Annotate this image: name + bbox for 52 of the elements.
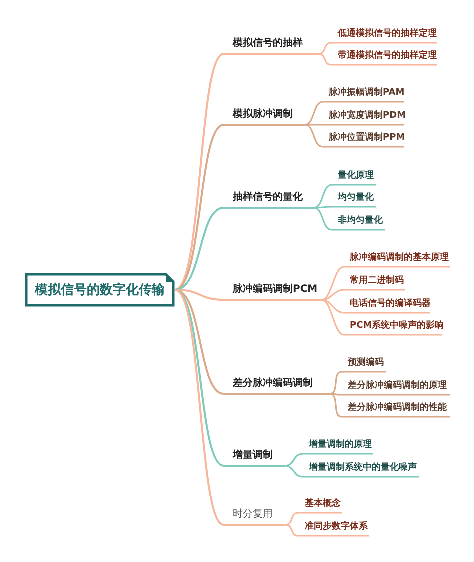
subtopic-label: 脉冲振幅调制PAM	[325, 86, 404, 102]
subtopic-label: 脉冲宽度调制PDM	[325, 109, 404, 125]
subtopic-label: 增量调制的原理	[305, 438, 373, 454]
branch-label: 时分复用	[228, 507, 285, 525]
subtopic-label: 常用二进制码	[346, 274, 405, 290]
subtopic-label: 非均匀量化	[334, 214, 385, 230]
branch-line	[304, 101, 404, 126]
subtopic-label: 均匀量化	[334, 191, 376, 207]
branch-line	[174, 289, 330, 395]
branch-label: 脉冲编码调制PCM	[228, 282, 322, 300]
branch-label: 模拟信号的抽样	[228, 36, 318, 54]
subtopic-label: 电话信号的编译码器	[346, 297, 430, 313]
subtopic-label: 脉冲编码调制的基本原理	[346, 251, 450, 267]
branch-line	[322, 299, 442, 336]
branch-line	[174, 289, 285, 526]
branch-line	[284, 524, 369, 537]
subtopic-label: 差分脉冲编码调制的性能	[344, 401, 450, 417]
branch-label: 抽样信号的量化	[228, 190, 314, 208]
branch-line	[330, 393, 450, 418]
subtopic-label: PCM系统中噪声的影响	[346, 319, 442, 335]
branch-line	[318, 42, 437, 55]
branch-line	[322, 299, 430, 314]
branch-label: 模拟脉冲调制	[228, 107, 305, 125]
branch-line	[304, 124, 404, 148]
branch-line	[322, 289, 405, 301]
subtopic-label: 量化原理	[334, 169, 376, 185]
branch-line	[284, 465, 419, 478]
branch-line	[314, 206, 376, 209]
branch-line	[318, 53, 437, 66]
branch-line	[284, 453, 373, 467]
subtopic-label: 基本概念	[301, 497, 342, 513]
branch-label: 增量调制	[228, 448, 285, 466]
subtopic-label: 差分脉冲编码调制的原理	[344, 379, 450, 395]
branch-line	[174, 289, 285, 467]
branch-line	[330, 393, 450, 396]
branch-line	[314, 184, 376, 209]
subtopic-label: 脉冲位置调制PPM	[325, 131, 404, 147]
subtopic-label: 预测编码	[344, 356, 386, 372]
subtopic-label: 低通模拟信号的抽样定理	[334, 27, 437, 43]
branch-line	[314, 207, 385, 231]
branch-line	[322, 266, 450, 301]
branch-line	[284, 512, 342, 526]
branch-line	[174, 124, 305, 291]
branch-label: 差分脉冲编码调制	[228, 376, 330, 394]
subtopic-label: 准同步数字体系	[301, 520, 369, 536]
subtopic-label: 带通模拟信号的抽样定理	[334, 49, 437, 65]
branch-line	[174, 207, 314, 291]
topic-box: 模拟信号的数字化传输	[25, 273, 175, 307]
branch-line	[174, 289, 322, 301]
branch-line	[330, 371, 386, 395]
branch-line	[305, 124, 404, 126]
subtopic-label: 增量调制系统中的量化噪声	[305, 461, 419, 477]
